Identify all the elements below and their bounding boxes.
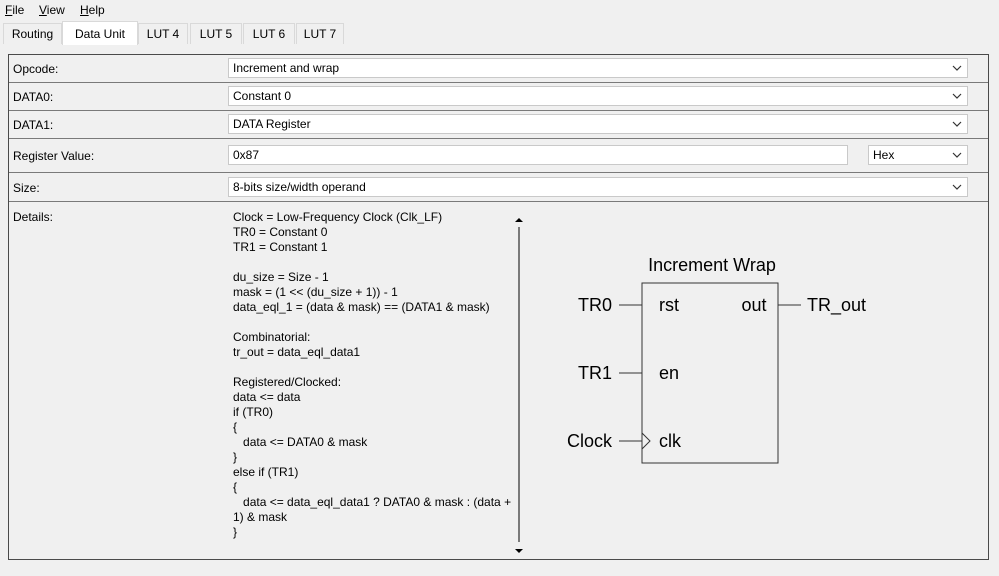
status-strip	[0, 566, 999, 576]
details-label: Details:	[13, 210, 54, 224]
menu-bar: File View Help	[0, 0, 999, 20]
details-scrollbar[interactable]	[511, 213, 527, 558]
opcode-row: Opcode: Increment and wrap	[9, 55, 988, 83]
size-value: 8-bits size/width operand	[233, 180, 366, 194]
opcode-value: Increment and wrap	[233, 61, 340, 75]
opcode-label: Opcode:	[13, 62, 59, 76]
data0-select[interactable]: Constant 0	[228, 86, 968, 106]
arrow-down-icon	[515, 549, 523, 553]
input-signal-clock: Clock	[567, 431, 613, 451]
details-text: Clock = Low-Frequency Clock (Clk_LF) TR0…	[233, 210, 512, 539]
register-value-label: Register Value:	[13, 149, 95, 163]
data0-row: DATA0: Constant 0	[9, 83, 988, 111]
data0-value: Constant 0	[233, 89, 292, 103]
port-en: en	[659, 363, 679, 383]
register-format-value: Hex	[873, 148, 895, 162]
data-unit-panel: Opcode: Increment and wrap DATA0: Consta…	[8, 54, 989, 560]
register-format-select[interactable]: Hex	[868, 145, 968, 165]
port-clk: clk	[659, 431, 682, 451]
menu-file[interactable]: File	[5, 3, 25, 17]
chevron-down-icon	[952, 65, 962, 71]
increment-wrap-diagram: Increment Wrap TR0 rst TR1 en Clock clk …	[567, 255, 866, 464]
tab-lut5[interactable]: LUT 5	[190, 23, 242, 44]
size-row: Size: 8-bits size/width operand	[9, 173, 988, 202]
tab-lut4[interactable]: LUT 4	[138, 23, 188, 44]
register-value-input[interactable]: 0x87	[228, 145, 848, 165]
tab-routing[interactable]: Routing	[3, 23, 62, 44]
opcode-select[interactable]: Increment and wrap	[228, 58, 968, 78]
input-signal-tr0: TR0	[578, 295, 612, 315]
tab-lut7[interactable]: LUT 7	[296, 23, 344, 44]
data0-label: DATA0:	[13, 90, 54, 104]
tab-lut6[interactable]: LUT 6	[243, 23, 295, 44]
chevron-down-icon	[952, 152, 962, 158]
port-out: out	[741, 295, 766, 315]
menu-help[interactable]: Help	[80, 3, 105, 17]
data1-label: DATA1:	[13, 118, 54, 132]
input-signal-tr1: TR1	[578, 363, 612, 383]
data1-select[interactable]: DATA Register	[228, 114, 968, 134]
chevron-down-icon	[952, 121, 962, 127]
size-label: Size:	[13, 181, 40, 195]
menu-view[interactable]: View	[39, 3, 65, 17]
tab-data-unit[interactable]: Data Unit	[62, 21, 138, 45]
scroll-track[interactable]	[518, 227, 520, 542]
register-value-row: Register Value: 0x87 Hex	[9, 139, 988, 173]
scroll-down-button[interactable]	[511, 544, 527, 558]
diagram-title: Increment Wrap	[648, 255, 776, 275]
chevron-down-icon	[952, 184, 962, 190]
data1-row: DATA1: DATA Register	[9, 111, 988, 139]
port-rst: rst	[659, 295, 679, 315]
data1-value: DATA Register	[233, 117, 311, 131]
clock-triangle-icon	[641, 432, 651, 450]
chevron-down-icon	[952, 93, 962, 99]
tab-bar: Routing Data Unit LUT 4 LUT 5 LUT 6 LUT …	[0, 21, 999, 45]
details-section: Details: Clock = Low-Frequency Clock (Cl…	[9, 202, 988, 559]
scroll-up-button[interactable]	[511, 213, 527, 227]
register-value-text: 0x87	[233, 148, 260, 162]
size-select[interactable]: 8-bits size/width operand	[228, 177, 968, 197]
output-signal-tr-out: TR_out	[807, 295, 866, 316]
arrow-up-icon	[515, 218, 523, 222]
